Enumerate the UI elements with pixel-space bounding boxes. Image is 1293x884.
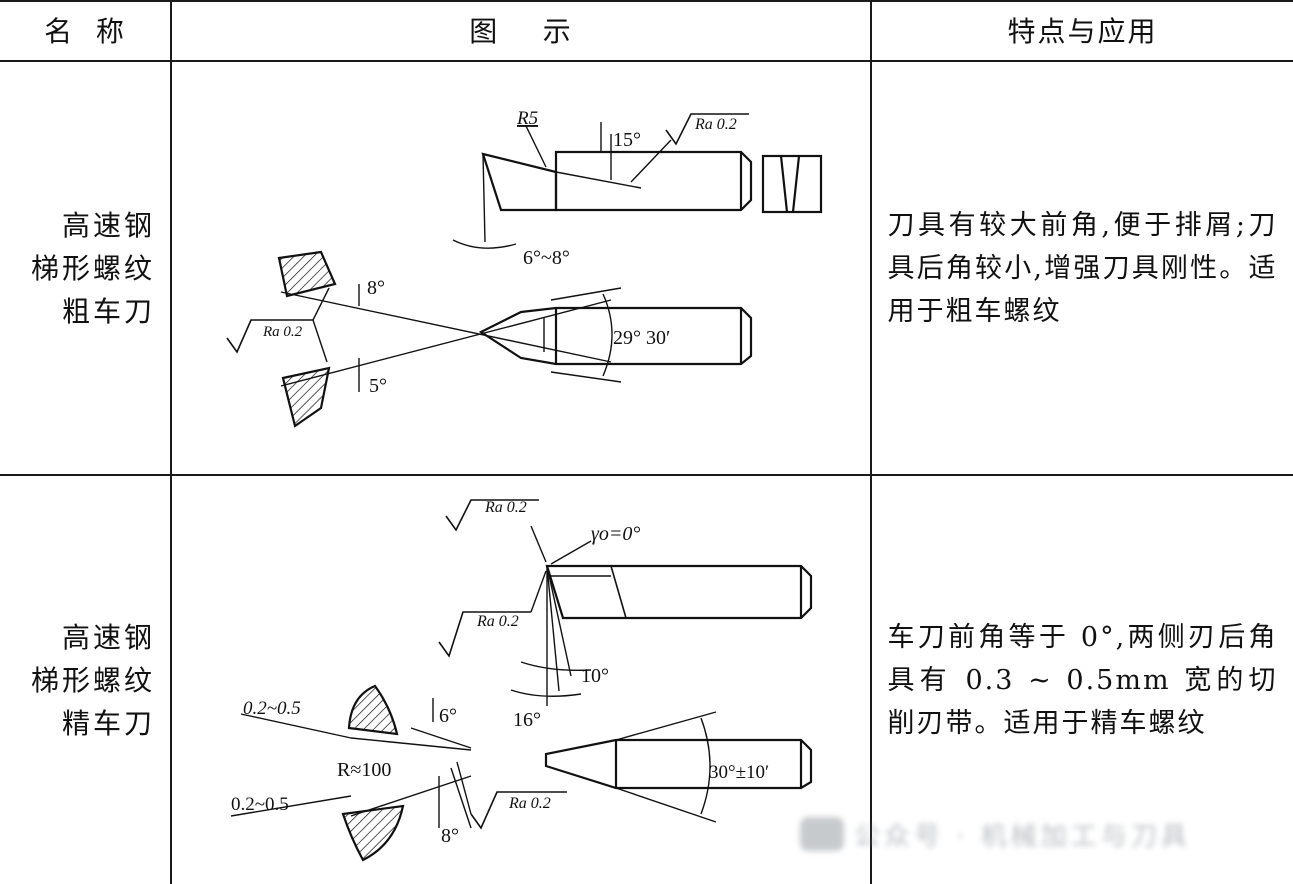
column-divider-2	[870, 0, 872, 884]
label-8-deg: 8°	[367, 277, 385, 299]
row-1-features: 刀具有较大前角,便于排屑;刀具后角较小,增强刀具刚性。适用于粗车螺纹	[887, 209, 1278, 327]
watermark-logo-icon	[800, 817, 844, 851]
label-6-deg: 6°	[439, 705, 457, 727]
row-2-features-cell: 车刀前角等于 0°,两侧刃后角具有 0.3 ~ 0.5mm 宽的切削刃带。适用于…	[872, 476, 1293, 884]
watermark-text: 公众号 · 机械加工与刀具	[854, 821, 1191, 852]
top-border	[0, 0, 1293, 2]
header-features: 特点与应用	[1007, 15, 1158, 48]
label-width-bottom: 0.2~0.5	[231, 794, 289, 815]
side-view-tool	[545, 564, 813, 620]
label-6-8-deg: 6°~8°	[523, 247, 570, 269]
row-1-name: 高速钢 梯形螺纹 粗车刀	[30, 208, 155, 328]
label-ra-top: Ra 0.2	[694, 116, 737, 133]
header-divider	[0, 60, 1293, 62]
column-divider-1	[170, 0, 172, 884]
row-2-features: 车刀前角等于 0°,两侧刃后角具有 0.3 ~ 0.5mm 宽的切削刃带。适用于…	[887, 621, 1278, 739]
label-15-deg: 15°	[613, 129, 641, 151]
label-width-top: 0.2~0.5	[243, 698, 301, 719]
label-ra-mid: Ra 0.2	[476, 613, 519, 630]
upper-thread-section	[277, 250, 337, 298]
header-figure: 图 示	[469, 15, 573, 48]
row-1-figure: R5 15° Ra 0.2 6°~8° 8° Ra 0.2 29° 30′ 5°	[226, 108, 823, 428]
lower-thread-section	[341, 804, 405, 862]
row-2-name: 高速钢 梯形螺纹 精车刀	[30, 620, 155, 740]
header-name: 名 称	[44, 15, 126, 48]
upper-thread-section	[347, 684, 399, 736]
row-2-figure: Ra 0.2 γo=0° Ra 0.2 10° 16° 0.2~0.5 6° R…	[230, 499, 813, 862]
lower-thread-section	[281, 366, 331, 428]
end-view	[761, 154, 823, 214]
label-radius: R≈100	[337, 759, 391, 781]
watermark: 公众号 · 机械加工与刀具	[800, 815, 1250, 853]
label-gamma: γo=0°	[591, 523, 640, 545]
row-1-name-cell: 高速钢 梯形螺纹 粗车刀	[0, 62, 170, 474]
label-ra-top: Ra 0.2	[484, 499, 527, 516]
top-view-tool	[544, 738, 813, 790]
row-1-features-cell: 刀具有较大前角,便于排屑;刀具后角较小,增强刀具刚性。适用于粗车螺纹	[872, 62, 1293, 474]
label-29-30: 29° 30′	[613, 327, 670, 349]
label-ra-left: Ra 0.2	[262, 324, 303, 340]
top-view-tool	[478, 306, 753, 366]
side-view-tool	[481, 152, 558, 212]
label-r5: R5	[516, 108, 538, 129]
label-16-deg: 16°	[513, 709, 541, 731]
row-divider	[0, 474, 1293, 476]
label-8-deg: 8°	[441, 825, 459, 847]
label-5-deg: 5°	[369, 375, 387, 397]
label-30-10: 30°±10′	[709, 762, 769, 783]
row-2-name-cell: 高速钢 梯形螺纹 精车刀	[0, 476, 170, 884]
label-ra-bottom: Ra 0.2	[508, 795, 551, 812]
label-10-deg: 10°	[581, 665, 609, 687]
